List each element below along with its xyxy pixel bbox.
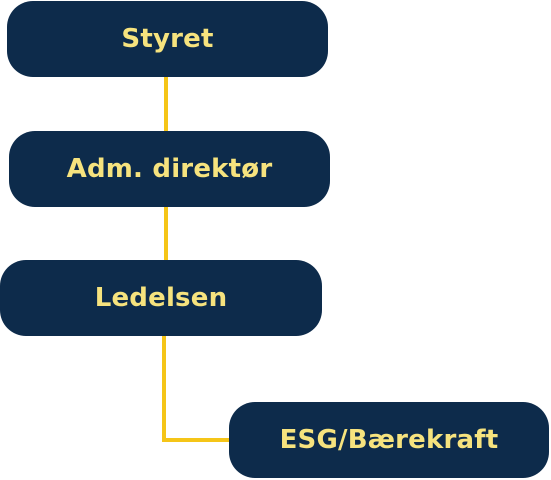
- org-node-esg-baerekraft: ESG/Bærekraft: [229, 402, 549, 478]
- org-node-label: Adm. direktør: [66, 154, 273, 184]
- org-node-adm-direktor: Adm. direktør: [9, 131, 330, 207]
- connector-ledelsen-esg: [162, 336, 229, 442]
- org-node-label: ESG/Bærekraft: [279, 425, 499, 455]
- org-node-styret: Styret: [7, 1, 328, 77]
- org-node-label: Styret: [121, 24, 214, 54]
- org-node-label: Ledelsen: [94, 283, 228, 313]
- org-node-ledelsen: Ledelsen: [0, 260, 322, 336]
